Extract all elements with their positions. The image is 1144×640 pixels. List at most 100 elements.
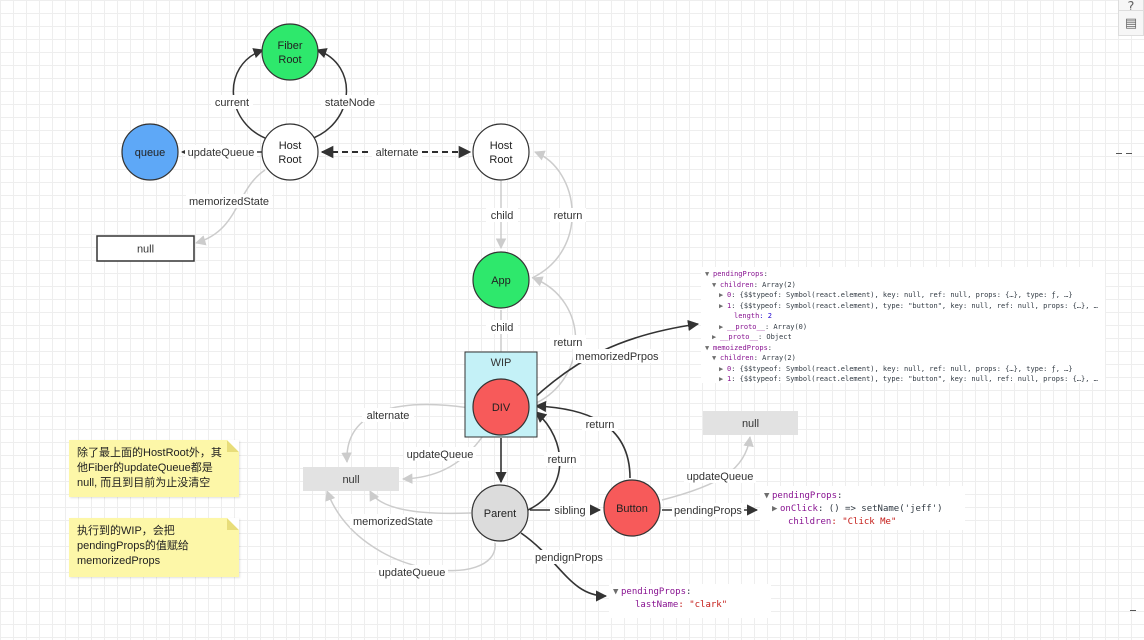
edge-update-queue-mid [401,432,486,484]
devtools-row: ▶__proto__: Object [705,332,1101,343]
label-bg [573,349,661,363]
property-key: __proto__ [727,322,765,331]
edge-tick [1126,153,1132,154]
property-value: : Array(2) [753,280,796,289]
collapse-arrow-icon[interactable]: ▶ [719,322,724,331]
property-value: : Object [757,333,792,341]
label-update-queue-button: updateQueue [687,471,754,483]
note2-line-2: pendingProps的值赋给 [77,540,189,552]
comment-icon[interactable]: ▤ [1118,10,1144,36]
expand-arrow-icon[interactable]: ▼ [712,354,717,362]
label-update-queue-bottom: updateQueue [379,567,446,579]
label-memorized-state-top: memorizedState [189,196,269,208]
property-value: : Array(2) [753,354,796,362]
label-bg [211,95,253,109]
property-value: : {$$typeof: Symbol(react.element), type… [731,375,1098,383]
property-key: pendingProps [713,270,764,278]
property-value: : Array(0) [764,322,808,331]
devtools-button-props: ▼pendingProps:▶onClick: () => setName('j… [760,486,965,530]
expand-arrow-icon[interactable]: ▼ [613,587,619,597]
null-left-label: null [137,244,154,256]
label-alternate-mid: alternate [367,410,410,422]
label-bg [550,503,590,517]
node-parent: Parent [471,484,529,542]
null-box-mid [303,467,399,491]
devtools-row: ▼memoizedProps: [705,343,1101,354]
label-return-2: return [554,337,583,349]
property-value: : [767,343,773,352]
property-key: 1 [727,301,732,310]
svg-text:Root: Root [278,154,301,166]
label-sibling: sibling [554,505,585,517]
property-key: 0 [727,364,732,373]
property-value: : 2 [759,312,772,320]
devtools-row: lastName: "clark" [613,599,767,612]
label-return-4: return [586,419,615,431]
expand-arrow-icon[interactable]: ▼ [705,343,710,352]
property-value: : "clark" [678,600,728,610]
property-key: lastName [635,600,679,610]
label-child-2: child [491,322,514,334]
property-key: 1 [727,375,732,383]
devtools-parent-props: ▼pendingProps:lastName: "clark" [609,584,771,618]
edge-memorized-state-top [194,169,266,246]
svg-text:Root: Root [489,154,512,166]
collapse-arrow-icon[interactable]: ▶ [719,375,724,383]
expand-arrow-icon[interactable]: ▼ [705,270,710,278]
label-return-3: return [548,454,577,466]
collapse-arrow-icon[interactable]: ▶ [719,291,724,299]
label-bg [550,335,586,349]
label-alternate-top: alternate [376,147,419,159]
label-memorized-state-bottom: memorizedState [353,516,433,528]
label-bg [321,95,379,109]
wip-label: WIP [491,357,512,369]
svg-text:Host: Host [279,140,302,152]
expand-arrow-icon[interactable]: ▼ [764,491,770,501]
label-bg [185,145,257,159]
devtools-row: ▶__proto__: Array(0) [705,322,1101,333]
node-div: DIV [472,378,530,436]
label-bg [672,503,744,517]
label-pendign-props: pendignProps [535,552,603,564]
svg-text:Host: Host [490,140,513,152]
sticky-note-2: 执行到的WIP，会把 pendingProps的值赋给 memorizedPro… [69,518,239,577]
property-key: pendingProps [772,491,838,501]
devtools-row: ▼children: Array(2) [705,280,1101,291]
svg-text:Button: Button [616,503,648,515]
collapse-arrow-icon[interactable]: ▶ [772,504,778,514]
label-update-queue-top: updateQueue [188,147,255,159]
note2-line-3: memorizedProps [77,555,161,567]
label-bg [544,452,580,466]
sticky-note-1: 除了最上面的HostRoot外，其 他Fiber的updateQueue都是 n… [69,440,239,497]
node-host-root-alternate: Host Root [472,123,530,181]
property-value: : () => setName('jeff') [817,504,943,514]
svg-text:DIV: DIV [492,402,511,414]
property-key: children [788,517,832,527]
collapse-arrow-icon[interactable]: ▶ [712,333,717,341]
property-value: : [763,270,768,278]
node-queue: queue [121,123,179,181]
label-bg [404,447,476,461]
edge-pendign-props [520,532,608,602]
edge-tick [1130,610,1136,611]
devtools-row: ▼pendingProps: [705,269,1101,280]
label-bg [486,208,518,222]
property-value: : [686,587,692,597]
label-bg [362,408,414,422]
edge-tick [1116,153,1122,154]
collapse-arrow-icon[interactable]: ▶ [719,364,724,373]
devtools-row: ▶onClick: () => setName('jeff') [764,503,961,516]
label-bg [186,194,272,208]
devtools-row: length: 2 [705,311,1101,322]
collapse-arrow-icon[interactable]: ▶ [719,301,724,310]
expand-arrow-icon[interactable]: ▼ [712,280,717,289]
property-value: : {$$typeof: Symbol(react.element), type… [731,301,1098,310]
devtools-row: ▶0: {$$typeof: Symbol(react.element), ke… [705,290,1101,301]
property-key: __proto__ [720,333,758,341]
note1-line-1: 除了最上面的HostRoot外，其 [77,447,222,459]
label-bg [372,145,422,159]
devtools-row: ▶1: {$$typeof: Symbol(react.element), ty… [705,301,1101,312]
edge-return-4 [534,400,631,479]
svg-text:queue: queue [135,147,166,159]
